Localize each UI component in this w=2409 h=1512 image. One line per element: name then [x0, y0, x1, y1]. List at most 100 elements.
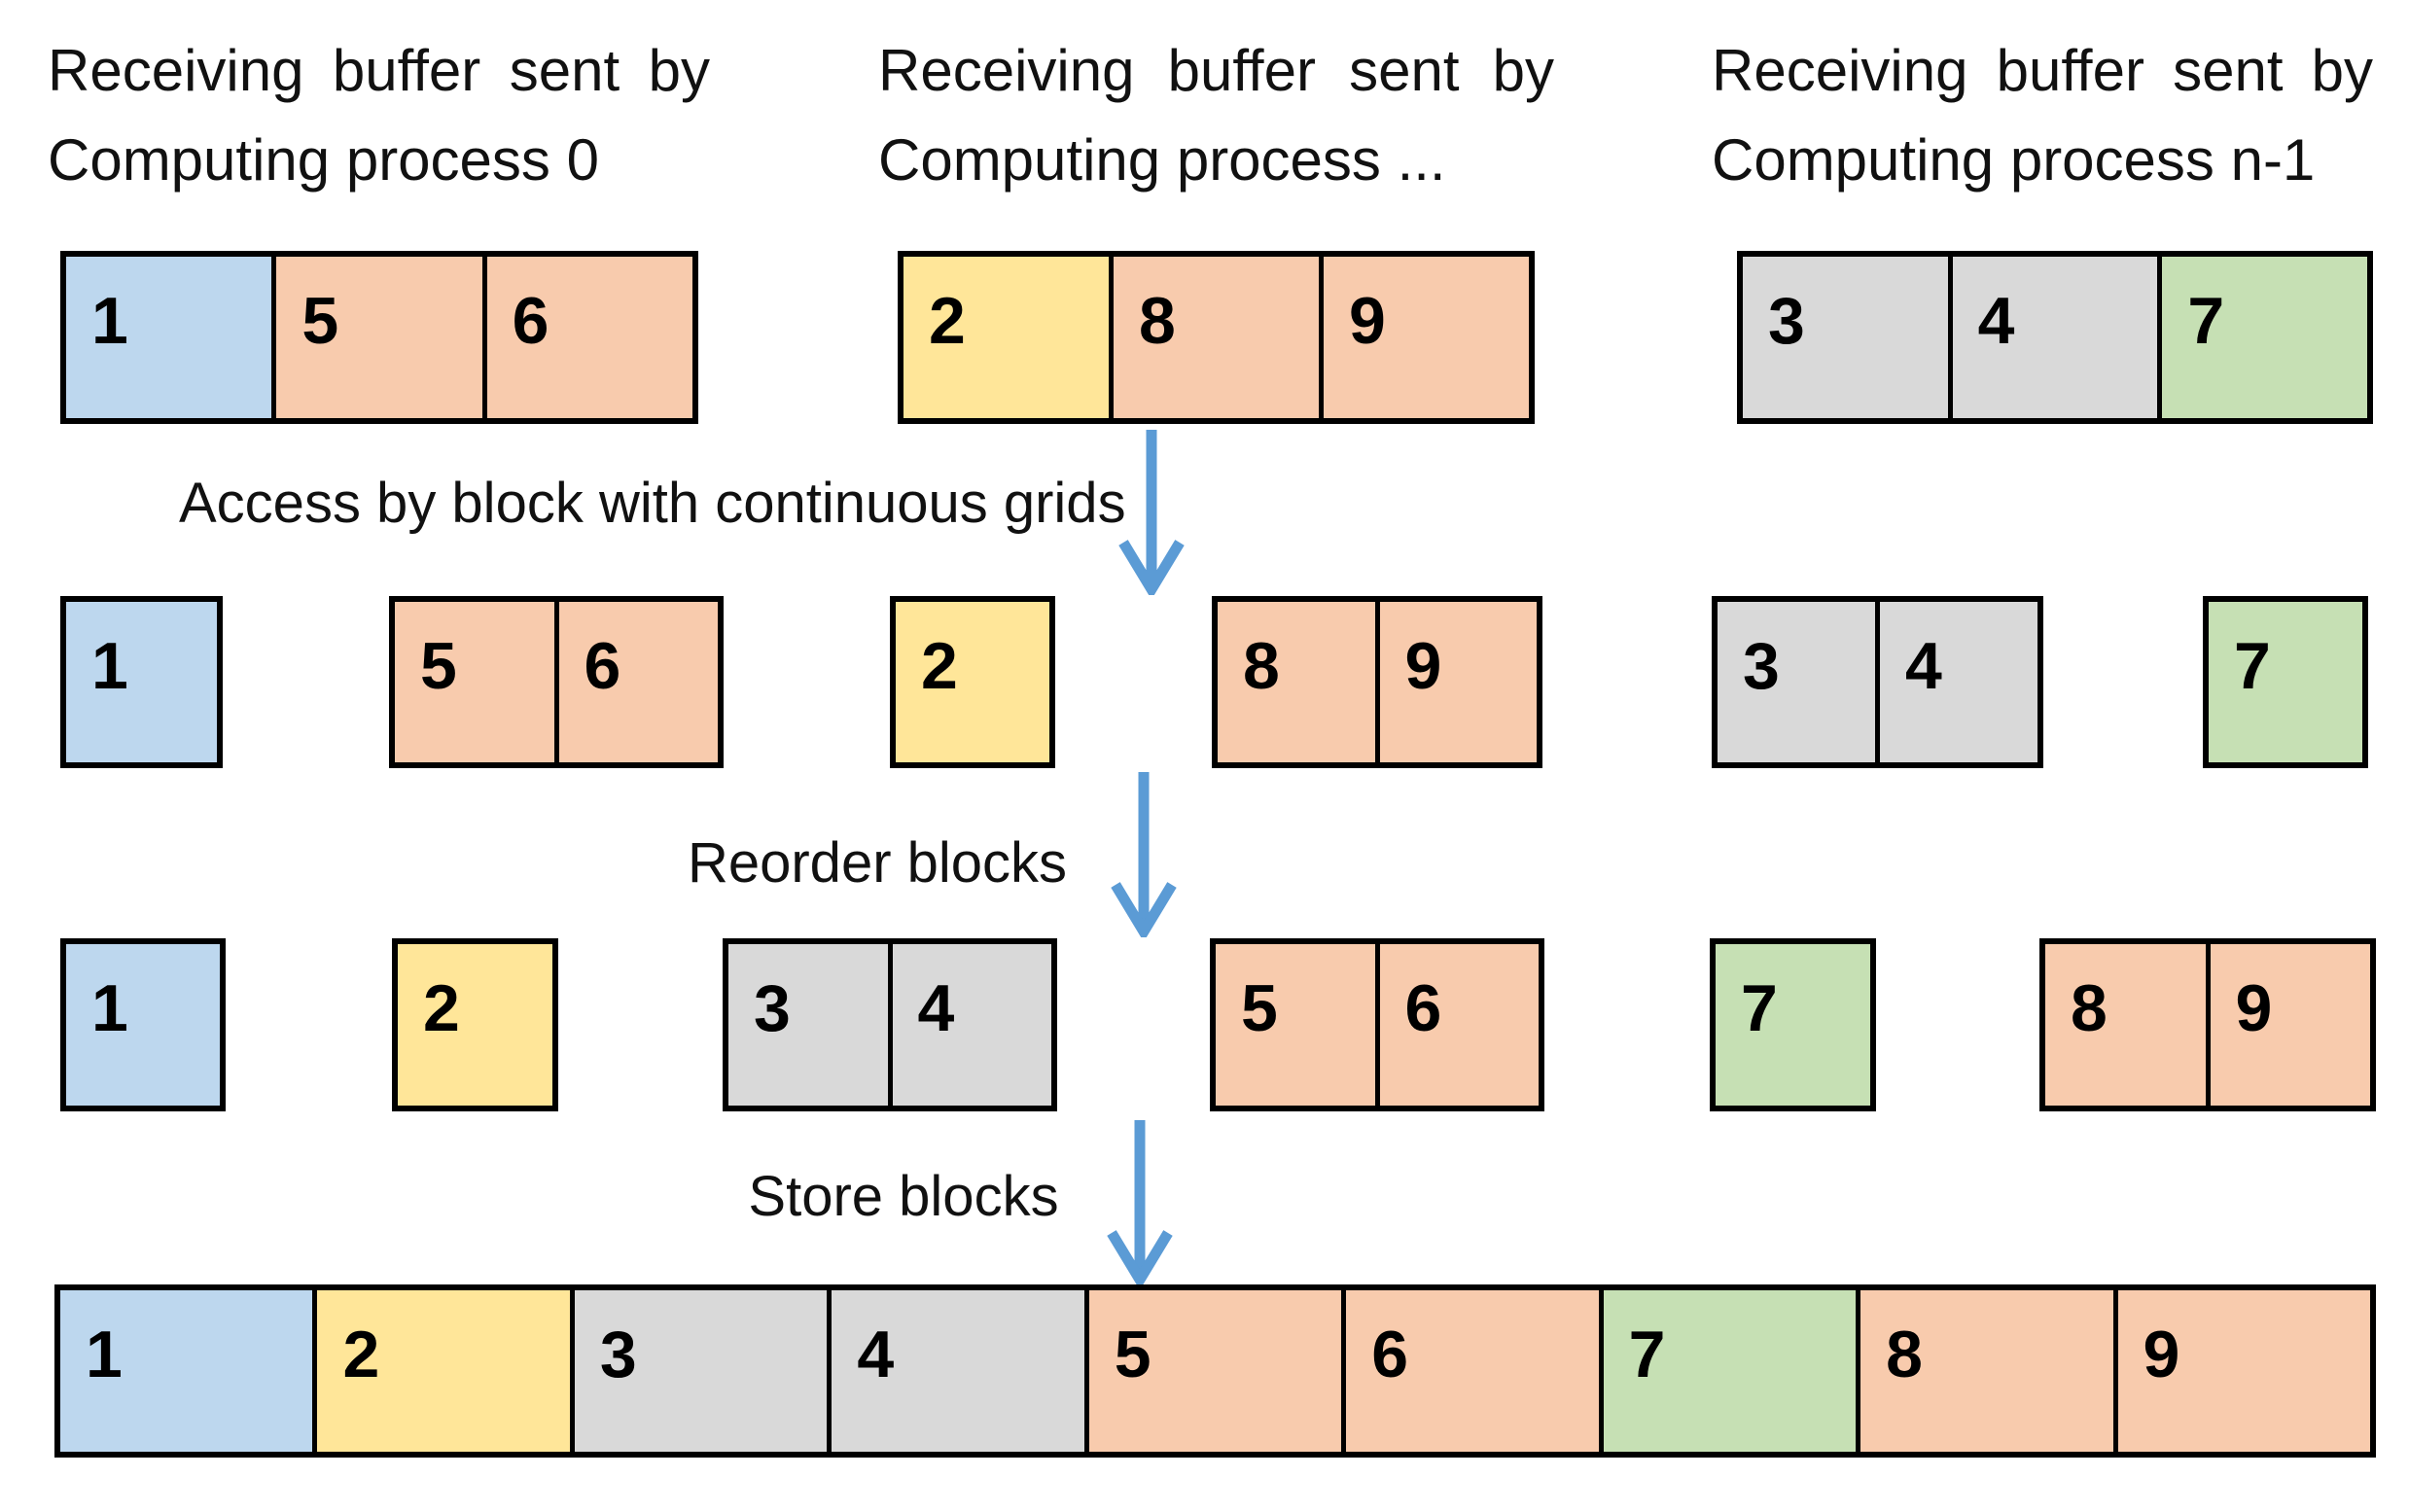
store-cell: 7 [1598, 1290, 1857, 1452]
block-cell: 4 [1875, 602, 2037, 762]
cell-value: 2 [929, 284, 966, 358]
buffer0-label-line1: Receiving buffer sent by [48, 38, 710, 103]
buffer2-label-line2: Computing process n-1 [1712, 127, 2316, 193]
buffer0-label: Receiving buffer sent by Computing proce… [48, 26, 710, 205]
reorder-block-8-9: 8 9 [2039, 938, 2376, 1111]
reorder-block-5-6: 5 6 [1210, 938, 1544, 1111]
cell-value: 7 [2187, 284, 2225, 358]
store-step-label: Store blocks [748, 1165, 1059, 1228]
cell-value: 9 [1349, 284, 1386, 358]
access-step-label: Access by block with continuous grids [179, 472, 1126, 535]
block-cell: 2 [398, 944, 552, 1106]
cell-value: 5 [1114, 1318, 1151, 1391]
store-bar: 1 2 3 4 5 6 7 8 9 [54, 1284, 2376, 1458]
cell-value: 1 [91, 971, 128, 1045]
cell-value: 7 [1741, 971, 1778, 1045]
store-cell: 5 [1083, 1290, 1342, 1452]
store-cell: 9 [2112, 1290, 2370, 1452]
store-cell: 4 [827, 1290, 1084, 1452]
cell-value: 8 [1243, 629, 1280, 703]
block-cell: 1 [66, 944, 220, 1106]
store-cell: 8 [1856, 1290, 2113, 1452]
cell-value: 5 [301, 284, 339, 358]
buffer1-label-line2: Computing process ... [878, 127, 1446, 193]
buffer-process-0: 1 5 6 [60, 251, 698, 424]
cell-value: 4 [1977, 284, 2015, 358]
buffer-cell: 1 [66, 257, 272, 418]
buffer2-label: Receiving buffer sent by Computing proce… [1712, 26, 2373, 205]
reorder-block-3-4: 3 4 [723, 938, 1057, 1111]
block-cell: 5 [1216, 944, 1375, 1106]
cell-value: 2 [342, 1318, 380, 1391]
cell-value: 9 [2235, 971, 2273, 1045]
reorder-block-1: 1 [60, 938, 226, 1111]
cell-value: 3 [1743, 629, 1780, 703]
reorder-block-2: 2 [392, 938, 558, 1111]
block-cell: 9 [2205, 944, 2370, 1106]
cell-value: 8 [1139, 284, 1176, 358]
access-block-1: 1 [60, 596, 223, 768]
cell-value: 5 [1241, 971, 1278, 1045]
cell-value: 3 [1768, 284, 1805, 358]
down-arrow-icon [1091, 1120, 1188, 1285]
buffer-process-mid: 2 8 9 [898, 251, 1535, 424]
store-cell: 6 [1341, 1290, 1599, 1452]
reorder-block-7: 7 [1710, 938, 1876, 1111]
buffer2-label-line1: Receiving buffer sent by [1712, 38, 2373, 103]
block-cell: 9 [1374, 602, 1537, 762]
buffer1-label-line1: Receiving buffer sent by [878, 38, 1554, 103]
block-cell: 7 [1716, 944, 1870, 1106]
access-block-8-9: 8 9 [1212, 596, 1542, 768]
access-block-5-6: 5 6 [389, 596, 724, 768]
cell-value: 4 [1905, 629, 1942, 703]
down-arrow-icon [1103, 430, 1200, 595]
block-cell: 2 [896, 602, 1049, 762]
cell-value: 1 [86, 1318, 123, 1391]
buffer-cell: 5 [271, 257, 482, 418]
cell-value: 4 [857, 1318, 895, 1391]
cell-value: 4 [917, 971, 955, 1045]
buffer0-label-line2: Computing process 0 [48, 127, 599, 193]
block-cell: 3 [1718, 602, 1875, 762]
buffer-cell: 8 [1109, 257, 1319, 418]
cell-value: 7 [2234, 629, 2271, 703]
buffer-cell: 7 [2157, 257, 2368, 418]
cell-value: 5 [420, 629, 457, 703]
cell-value: 6 [584, 629, 621, 703]
block-cell: 5 [395, 602, 554, 762]
cell-value: 2 [423, 971, 460, 1045]
store-cell: 1 [60, 1290, 313, 1452]
down-arrow-icon [1095, 772, 1192, 937]
cell-value: 9 [2143, 1318, 2180, 1391]
cell-value: 6 [512, 284, 549, 358]
block-cell: 6 [1374, 944, 1539, 1106]
buffer-cell: 2 [903, 257, 1109, 418]
block-cell: 3 [728, 944, 888, 1106]
cell-value: 7 [1628, 1318, 1666, 1391]
cell-value: 6 [1404, 971, 1442, 1045]
block-cell: 4 [887, 944, 1051, 1106]
buffer-process-n-1: 3 4 7 [1737, 251, 2373, 424]
access-block-3-4: 3 4 [1712, 596, 2043, 768]
access-block-7: 7 [2203, 596, 2368, 768]
reorder-step-label: Reorder blocks [687, 831, 1068, 895]
store-cell: 2 [312, 1290, 570, 1452]
buffer-cell: 4 [1947, 257, 2158, 418]
store-cell: 3 [569, 1290, 828, 1452]
access-block-2: 2 [890, 596, 1055, 768]
cell-value: 8 [1886, 1318, 1923, 1391]
cell-value: 3 [754, 971, 791, 1045]
buffer-cell: 9 [1319, 257, 1529, 418]
cell-value: 1 [91, 629, 128, 703]
cell-value: 6 [1371, 1318, 1409, 1391]
block-cell: 8 [1218, 602, 1375, 762]
cell-value: 1 [91, 284, 128, 358]
buffer1-label: Receiving buffer sent by Computing proce… [878, 26, 1554, 205]
block-cell: 7 [2209, 602, 2362, 762]
buffer-cell: 3 [1743, 257, 1948, 418]
block-cell: 8 [2045, 944, 2206, 1106]
cell-value: 2 [921, 629, 958, 703]
cell-value: 8 [2071, 971, 2108, 1045]
cell-value: 9 [1404, 629, 1442, 703]
